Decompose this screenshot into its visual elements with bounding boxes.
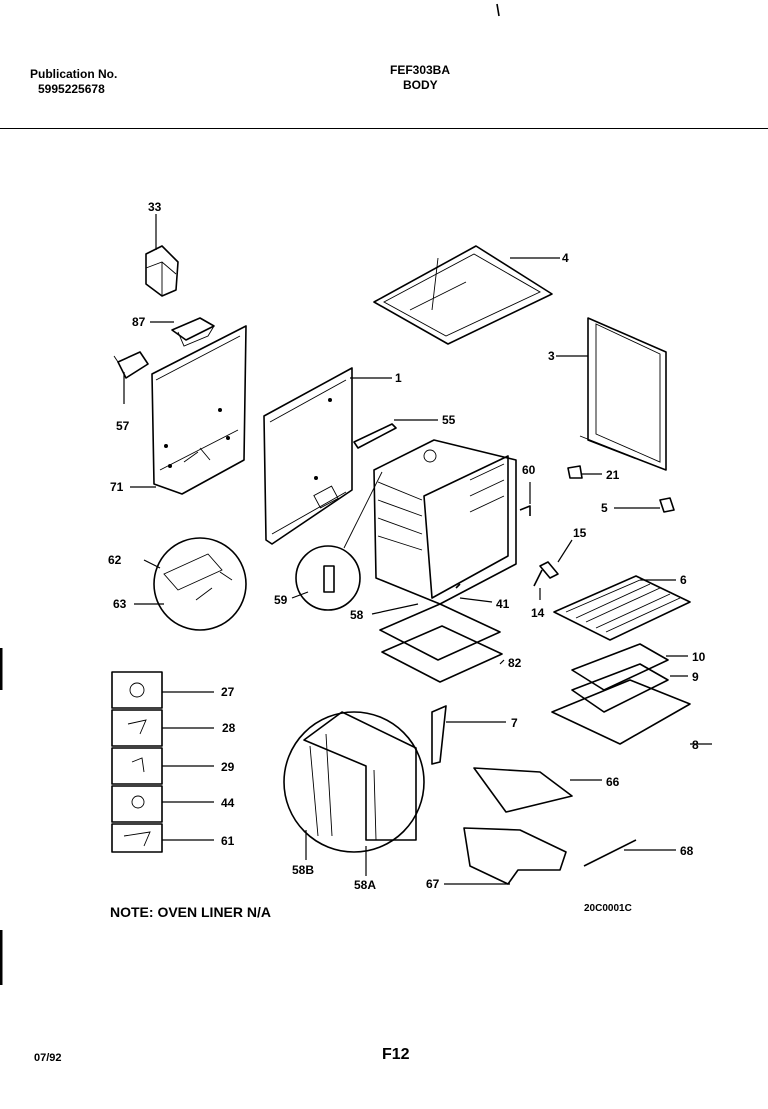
header-divider <box>0 128 768 129</box>
callout-68: 68 <box>680 844 694 858</box>
publication-label: Publication No. <box>30 67 118 81</box>
callout-10: 10 <box>692 650 706 664</box>
part-57-pad <box>113 351 149 379</box>
part-6-oven-rack <box>553 575 691 641</box>
callout-7: 7 <box>511 716 518 730</box>
callout-57: 57 <box>116 419 130 433</box>
callout-59: 59 <box>274 593 288 607</box>
callout-29: 29 <box>221 760 235 774</box>
part-21-glide <box>567 465 583 479</box>
part-66-broil-element <box>473 767 573 813</box>
callout-67: 67 <box>426 877 440 891</box>
part-1-side-panel <box>263 367 353 545</box>
callout-6: 6 <box>680 573 687 587</box>
part-10-broil-pan <box>571 643 669 691</box>
part-14-screw <box>533 569 543 587</box>
callout-61: 61 <box>221 834 235 848</box>
callout-27: 27 <box>221 685 235 699</box>
part-4-cooktop <box>373 245 553 345</box>
part-82-bottom-panel <box>379 603 503 683</box>
callout-82: 82 <box>508 656 522 670</box>
detail-circle-liner <box>283 711 425 853</box>
callout-28: 28 <box>222 721 236 735</box>
callout-58b: 58B <box>292 863 314 877</box>
callout-33: 33 <box>148 200 162 214</box>
model-number: FEF303BA <box>390 63 451 77</box>
part-3-side-panel <box>579 317 667 471</box>
callout-8: 8 <box>692 738 699 752</box>
publication-number: 5995225678 <box>38 82 105 96</box>
part-67-bake-element <box>463 827 567 885</box>
registration-mark <box>496 3 500 17</box>
hardware-box-stack <box>111 671 163 853</box>
page-number: F12 <box>382 1046 410 1063</box>
callout-58: 58 <box>350 608 364 622</box>
drawing-code: 20C0001C <box>584 903 632 914</box>
callout-62: 62 <box>108 553 122 567</box>
oven-liner-note: NOTE: OVEN LINER N/A <box>110 904 272 920</box>
detail-circle-62-63 <box>153 537 247 631</box>
callout-9: 9 <box>692 670 699 684</box>
part-33-bracket <box>145 245 179 297</box>
part-71-rear-panel <box>151 325 247 495</box>
callout-58a: 58A <box>354 878 376 892</box>
callout-71: 71 <box>110 480 124 494</box>
leader-lines <box>123 214 712 885</box>
callout-55: 55 <box>442 413 456 427</box>
revision-date: 07/92 <box>34 1052 62 1064</box>
callout-3: 3 <box>548 349 555 363</box>
callout-4: 4 <box>562 251 569 265</box>
part-55-trim <box>353 423 397 449</box>
callout-5: 5 <box>601 501 608 515</box>
callout-66: 66 <box>606 775 620 789</box>
part-8-drawer <box>551 679 691 745</box>
part-7-bracket <box>431 705 447 765</box>
callout-21: 21 <box>606 468 620 482</box>
callout-1: 1 <box>395 371 402 385</box>
part-9-insert <box>571 663 669 713</box>
part-15-clip <box>539 561 559 579</box>
detail-circle-59 <box>295 471 383 611</box>
callout-41: 41 <box>496 597 510 611</box>
callout-60: 60 <box>522 463 536 477</box>
part-41-screw <box>455 583 461 589</box>
section-title: BODY <box>403 78 438 92</box>
part-60-hinge <box>519 505 531 516</box>
callout-63: 63 <box>113 597 127 611</box>
callout-14: 14 <box>531 606 545 620</box>
callout-44: 44 <box>221 796 235 810</box>
part-87-clip <box>171 317 215 347</box>
oven-body-frame <box>373 439 517 605</box>
callout-87: 87 <box>132 315 146 329</box>
callout-15: 15 <box>573 526 587 540</box>
part-68-probe <box>583 839 637 867</box>
part-5-leveler <box>659 497 675 513</box>
